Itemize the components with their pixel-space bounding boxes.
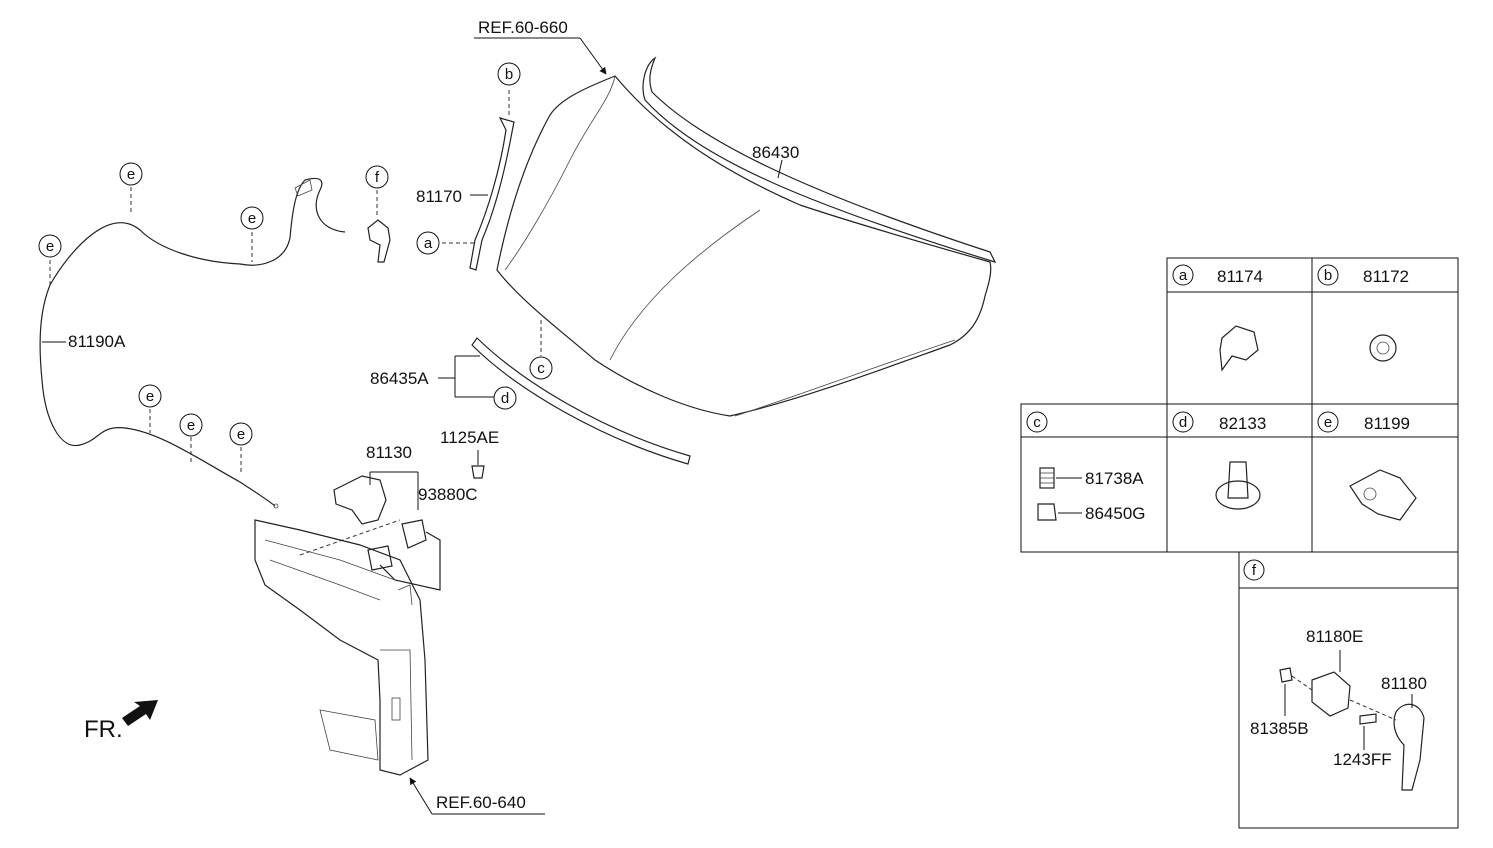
- callout-e-3: e: [46, 238, 54, 255]
- arrow-icon: [122, 700, 158, 726]
- callout-f: f: [375, 169, 380, 186]
- callout-e-5: e: [187, 417, 195, 434]
- callout-b-circle: [497, 62, 521, 86]
- label-86430: 86430: [752, 143, 799, 162]
- label-81190A: 81190A: [68, 332, 126, 351]
- legend-f-item-2: 81180: [1381, 674, 1427, 693]
- ref-top-label: REF.60-660: [478, 18, 568, 37]
- legend-b-part: 81172: [1363, 267, 1409, 286]
- legend-table: a 81174 b 81172 c 81738A 86450G: [1020, 257, 1459, 829]
- label-86435A: 86435A: [370, 369, 429, 388]
- callout-e-1: e: [127, 166, 135, 183]
- legend-cell-f: f 81180E 81180 81385B 1243FF: [1243, 559, 1427, 791]
- ref-bottom: REF.60-640: [409, 777, 545, 815]
- callout-b: b: [505, 66, 513, 83]
- legend-cell-d: d 82133: [1172, 411, 1266, 510]
- legend-cell-b: b 81172: [1317, 264, 1409, 362]
- legend-d-letter: d: [1179, 414, 1187, 431]
- ref-bottom-label: REF.60-640: [436, 793, 526, 812]
- callout-a: a: [424, 235, 433, 252]
- legend-f-letter: f: [1252, 562, 1257, 579]
- callout-d: d: [501, 390, 509, 407]
- legend-c-letter: c: [1033, 414, 1041, 431]
- legend-cell-c: c 81738A 86450G: [1026, 411, 1146, 523]
- legend-c-item-1: 81738A: [1085, 469, 1144, 488]
- label-1125AE: 1125AE: [440, 428, 499, 447]
- legend-a-letter: a: [1179, 267, 1188, 284]
- legend-b-letter: b: [1324, 267, 1332, 284]
- legend-f-item-1: 81180E: [1306, 627, 1363, 646]
- seal-strip-86435A: 86435A: [370, 337, 691, 465]
- release-handle: [367, 190, 391, 263]
- fr-label: FR.: [84, 716, 123, 743]
- legend-cell-a: a 81174: [1172, 264, 1263, 372]
- hood-stay-81170: 81170: [416, 90, 515, 271]
- callout-e-2: e: [248, 210, 256, 227]
- label-93880C: 93880C: [418, 485, 478, 504]
- latch-assembly: 81130 93880C 1125AE: [299, 428, 499, 591]
- label-81130: 81130: [366, 443, 412, 462]
- legend-d-part: 82133: [1219, 414, 1266, 433]
- release-cable-81190A: 81190A: [39, 177, 346, 509]
- callout-c: c: [537, 360, 545, 377]
- legend-e-letter: e: [1324, 414, 1332, 431]
- legend-e-part: 81199: [1364, 414, 1410, 433]
- callout-e-4: e: [146, 388, 154, 405]
- front-direction: FR.: [84, 700, 158, 743]
- legend-a-part: 81174: [1217, 267, 1263, 286]
- callout-e-6: e: [237, 426, 245, 443]
- ref-top: REF.60-660: [474, 18, 607, 75]
- legend-c-item-2: 86450G: [1085, 504, 1146, 523]
- legend-f-item-3: 81385B: [1250, 719, 1309, 738]
- hood-seal-86430: 86430: [642, 56, 997, 263]
- front-frame: [254, 519, 429, 776]
- label-81170: 81170: [416, 187, 462, 206]
- legend-cell-e: e 81199: [1317, 411, 1417, 521]
- callouts: b a f c d e e e e e e: [38, 62, 553, 446]
- legend-f-item-4: 1243FF: [1333, 750, 1392, 769]
- hood-panel: [496, 75, 992, 417]
